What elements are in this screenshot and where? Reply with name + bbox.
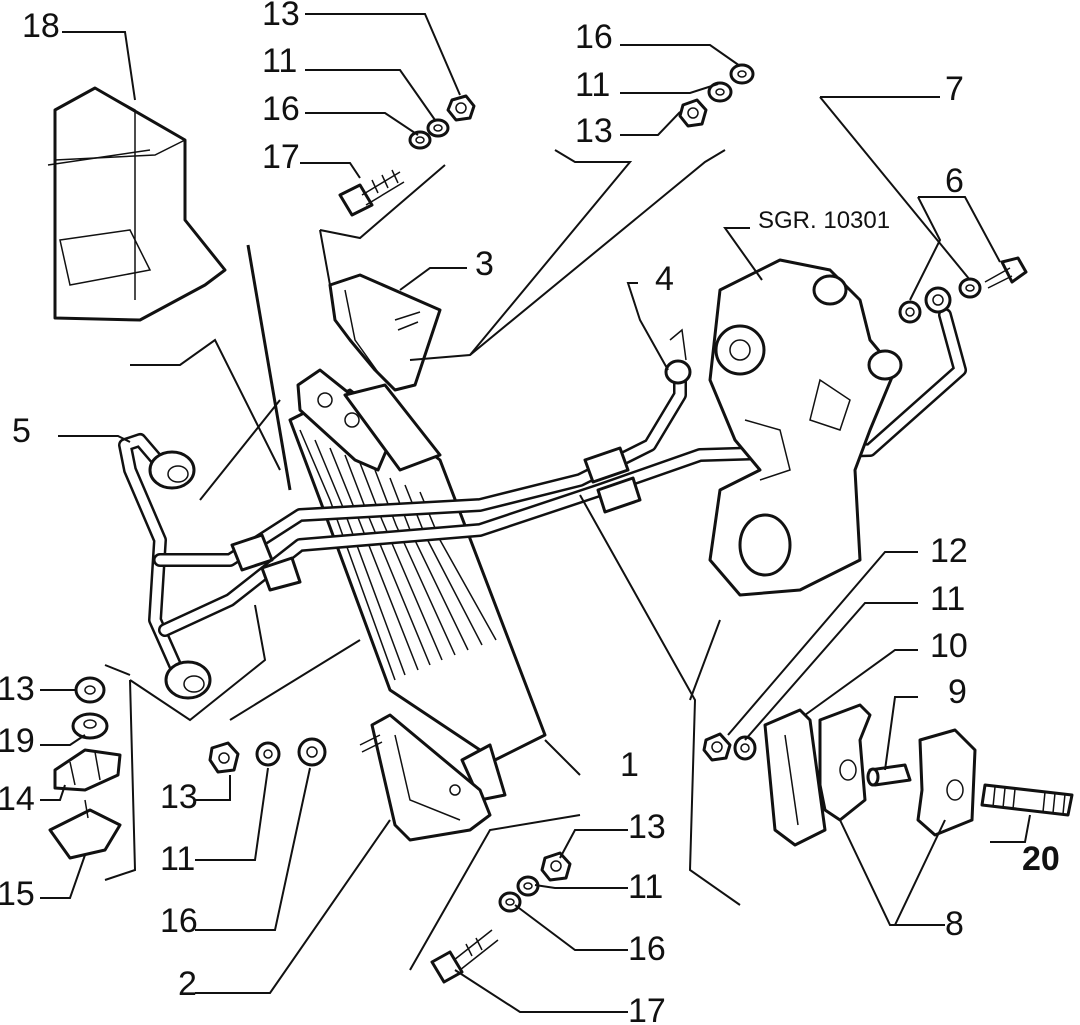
label-3: 3 xyxy=(475,245,494,283)
label-5: 5 xyxy=(12,412,31,450)
label-17-top: 17 xyxy=(262,138,300,176)
label-7: 7 xyxy=(945,70,964,108)
label-16-lower-right: 16 xyxy=(628,930,666,968)
label-10: 10 xyxy=(930,627,968,665)
label-18: 18 xyxy=(22,7,60,45)
pipes xyxy=(118,308,967,672)
fitting-5-top xyxy=(148,450,196,490)
part-3-bracket xyxy=(328,273,442,392)
fitting-5-bottom xyxy=(164,660,212,700)
label-11-top: 11 xyxy=(262,42,297,80)
label-13-upper: 13 xyxy=(575,112,613,150)
label-13-bottom: 13 xyxy=(160,778,198,816)
washer-7 xyxy=(898,300,922,324)
label-2: 2 xyxy=(178,965,197,1003)
washer-11-bottom xyxy=(255,741,281,767)
part-9-sleeve xyxy=(866,763,912,787)
label-13-lower-right: 13 xyxy=(628,808,666,846)
reference-label: SGR. 10301 xyxy=(758,207,890,234)
label-11-right: 11 xyxy=(930,580,965,618)
engine-housing xyxy=(708,258,903,597)
part-18-cover xyxy=(47,86,227,322)
nut-13-top xyxy=(446,94,476,122)
label-16-upper: 16 xyxy=(575,18,613,56)
fitting-4 xyxy=(664,328,692,385)
label-14: 14 xyxy=(0,780,35,818)
label-16-top: 16 xyxy=(262,90,300,128)
washer-16-upper xyxy=(729,63,755,85)
part-15-clamp xyxy=(48,799,122,860)
label-11-upper: 11 xyxy=(575,66,610,104)
part-20-stud xyxy=(980,783,1074,817)
washer-11-top xyxy=(426,118,450,138)
label-9: 9 xyxy=(948,673,967,711)
washer-11-upper xyxy=(707,81,733,103)
label-20: 20 xyxy=(1022,840,1060,878)
part-10-bracket xyxy=(763,708,827,847)
washer-16-top xyxy=(408,130,432,150)
label-12: 12 xyxy=(930,532,968,570)
nut-13-left xyxy=(74,676,106,704)
label-17-bottom: 17 xyxy=(628,992,666,1025)
part-8-mount-left xyxy=(818,703,872,822)
part-1-oil-cooler xyxy=(288,368,547,802)
part-6-bolt xyxy=(984,256,1028,289)
label-8: 8 xyxy=(945,905,964,943)
part-14-clamp xyxy=(53,748,122,792)
nut-12 xyxy=(702,732,732,762)
fitting-6 xyxy=(924,286,952,314)
washer-16-bottom xyxy=(297,737,327,767)
nut-13-upper xyxy=(678,98,708,128)
label-16-bottom: 16 xyxy=(160,902,198,940)
part-17-bolt-bottom xyxy=(430,929,499,984)
label-11-lower-right: 11 xyxy=(628,868,663,906)
label-4: 4 xyxy=(655,260,674,298)
leader-lines xyxy=(40,13,1031,1013)
label-11-bottom: 11 xyxy=(160,840,195,878)
label-13-top: 13 xyxy=(262,0,300,33)
label-13-left: 13 xyxy=(0,670,35,708)
part-19-rubber xyxy=(71,712,109,740)
label-1: 1 xyxy=(620,746,639,784)
part-17-bolt-top xyxy=(338,169,405,217)
label-19: 19 xyxy=(0,722,35,760)
part-8-mount-right xyxy=(916,728,977,837)
washer-11-right xyxy=(733,735,757,761)
label-6: 6 xyxy=(945,162,964,200)
washer-16-lower-right xyxy=(498,891,522,913)
nut-13-bottom xyxy=(208,741,240,774)
washer-6 xyxy=(958,277,982,299)
part-2-bracket xyxy=(359,713,492,842)
nut-13-lower-right xyxy=(540,851,572,882)
label-15: 15 xyxy=(0,875,35,913)
